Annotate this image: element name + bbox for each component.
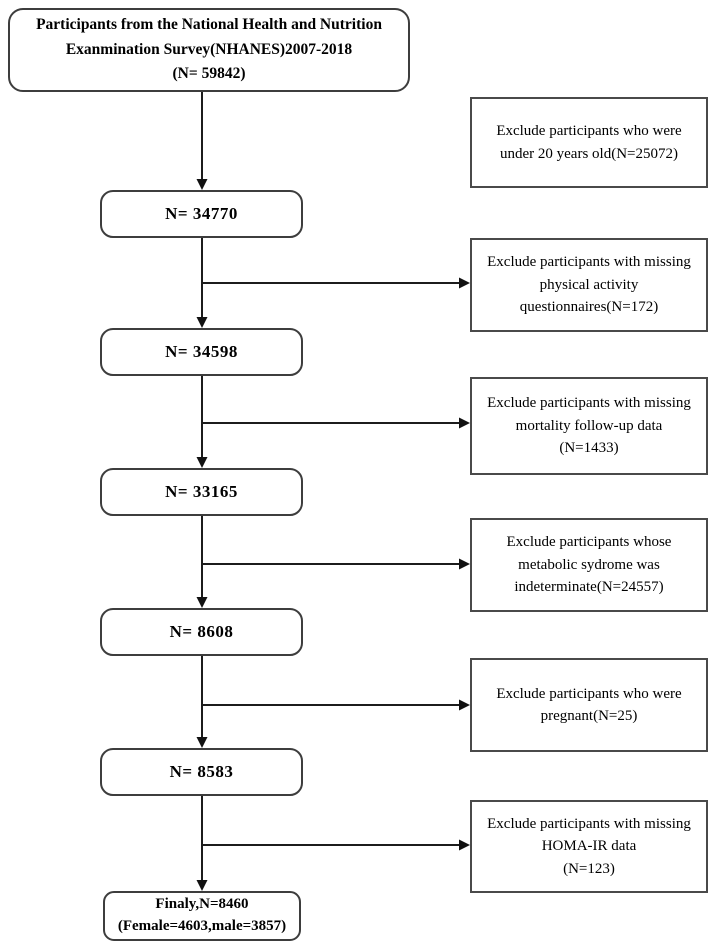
branch-arrow-metabolic-syndrome bbox=[202, 558, 470, 570]
exclusion-box-homa-ir: Exclude participants with missing HOMA-I… bbox=[470, 800, 708, 893]
branch-arrow-physical-activity bbox=[202, 277, 470, 289]
flow-box-final-sample: Finaly,N=8460 (Female=4603,male=3857) bbox=[103, 891, 301, 941]
branch-arrow-mortality-followup bbox=[202, 417, 470, 429]
exclusion-box-under-20: Exclude participants who were under 20 y… bbox=[470, 97, 708, 188]
exclusion-box-mortality-followup: Exclude participants with missing mortal… bbox=[470, 377, 708, 475]
flow-box-n34770: N= 34770 bbox=[100, 190, 303, 238]
arrow-n34598-to-n33165 bbox=[196, 376, 208, 468]
arrow-n33165-to-n8608 bbox=[196, 516, 208, 608]
flow-box-n8608: N= 8608 bbox=[100, 608, 303, 656]
arrow-n8608-to-n8583 bbox=[196, 656, 208, 748]
flow-box-n8583: N= 8583 bbox=[100, 748, 303, 796]
arrow-n34770-to-n34598 bbox=[196, 238, 208, 328]
exclusion-box-physical-activity: Exclude participants with missing physic… bbox=[470, 238, 708, 332]
branch-arrow-homa-ir bbox=[202, 839, 470, 851]
arrow-n8583-to-final bbox=[196, 796, 208, 891]
exclusion-box-metabolic-syndrome: Exclude participants whose metabolic syd… bbox=[470, 518, 708, 612]
flow-box-source-population: Participants from the National Health an… bbox=[8, 8, 410, 92]
branch-arrow-pregnant bbox=[202, 699, 470, 711]
flow-box-n34598: N= 34598 bbox=[100, 328, 303, 376]
exclusion-box-pregnant: Exclude participants who were pregnant(N… bbox=[470, 658, 708, 752]
arrow-source-to-n34770 bbox=[196, 92, 208, 190]
flow-box-n33165: N= 33165 bbox=[100, 468, 303, 516]
